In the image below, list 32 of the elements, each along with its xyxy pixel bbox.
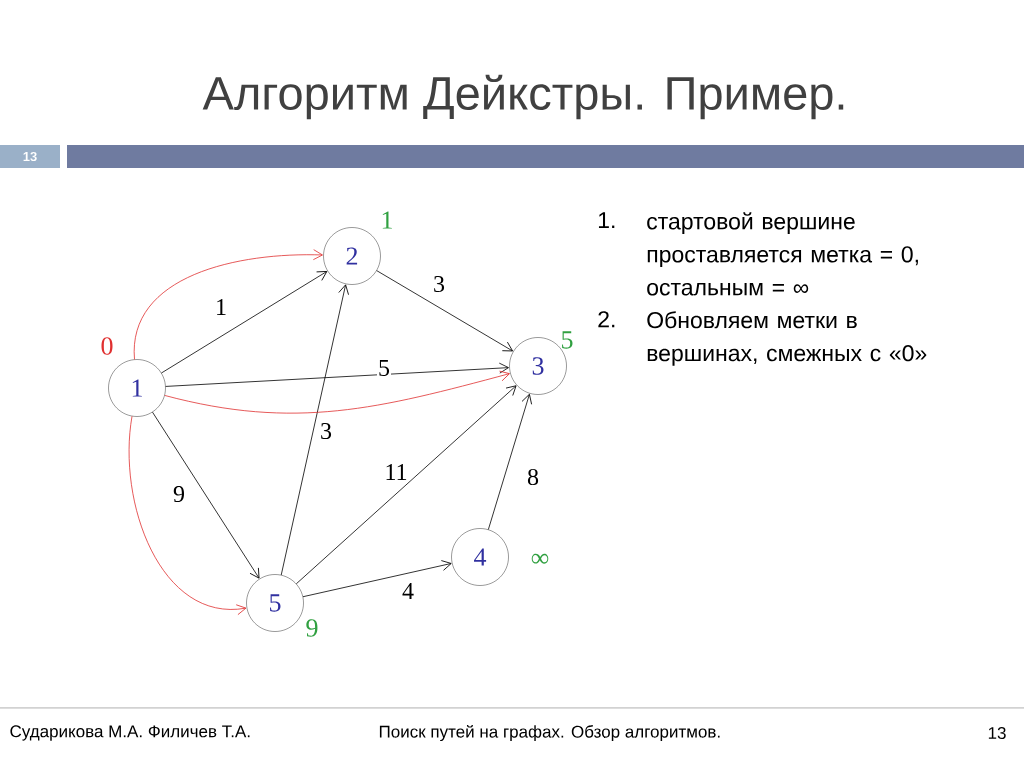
footer-authors: Сударикова М.А. Филичев Т.А. — [10, 725, 250, 741]
slide-number-bar: 13 — [0, 145, 60, 168]
edge-label: 11 — [383, 463, 409, 481]
list-item: стартовой вершине проставляется метка = 0, остальным = ∞ — [647, 212, 918, 296]
slide-title: Алгоритм Дейкстры. Пример. — [202, 74, 844, 120]
edge-label: 3 — [319, 421, 333, 441]
edge-label: 1 — [214, 298, 228, 316]
footer-title: Поиск путей на графах. Обзор алгоритмов. — [379, 724, 720, 742]
arrow — [280, 284, 349, 576]
arrow — [165, 362, 509, 387]
distance-label: 9 — [306, 619, 318, 637]
arrow — [487, 393, 532, 530]
list-item: Обновляем метки в вершинах, смежных с «0» — [647, 311, 927, 366]
arrow — [161, 271, 328, 374]
edge-label: 4 — [401, 582, 415, 600]
distance-label: 1 — [382, 211, 392, 229]
arrow — [164, 370, 510, 414]
arrow — [302, 560, 452, 598]
list-number: 2. — [598, 311, 615, 328]
arrow — [134, 249, 323, 360]
arrow — [295, 385, 517, 585]
edge-label: 3 — [432, 274, 446, 294]
edge-label: 5 — [377, 359, 391, 377]
arrow — [152, 411, 260, 579]
edge-label: 9 — [172, 484, 186, 504]
edge-label: 8 — [526, 467, 540, 487]
page-number: 13 — [988, 727, 1006, 740]
distance-label: 0 — [101, 337, 113, 355]
list-number: 1. — [598, 212, 615, 229]
arrow — [128, 415, 247, 615]
distance-label: ∞ — [531, 553, 549, 564]
arrow — [376, 270, 513, 352]
